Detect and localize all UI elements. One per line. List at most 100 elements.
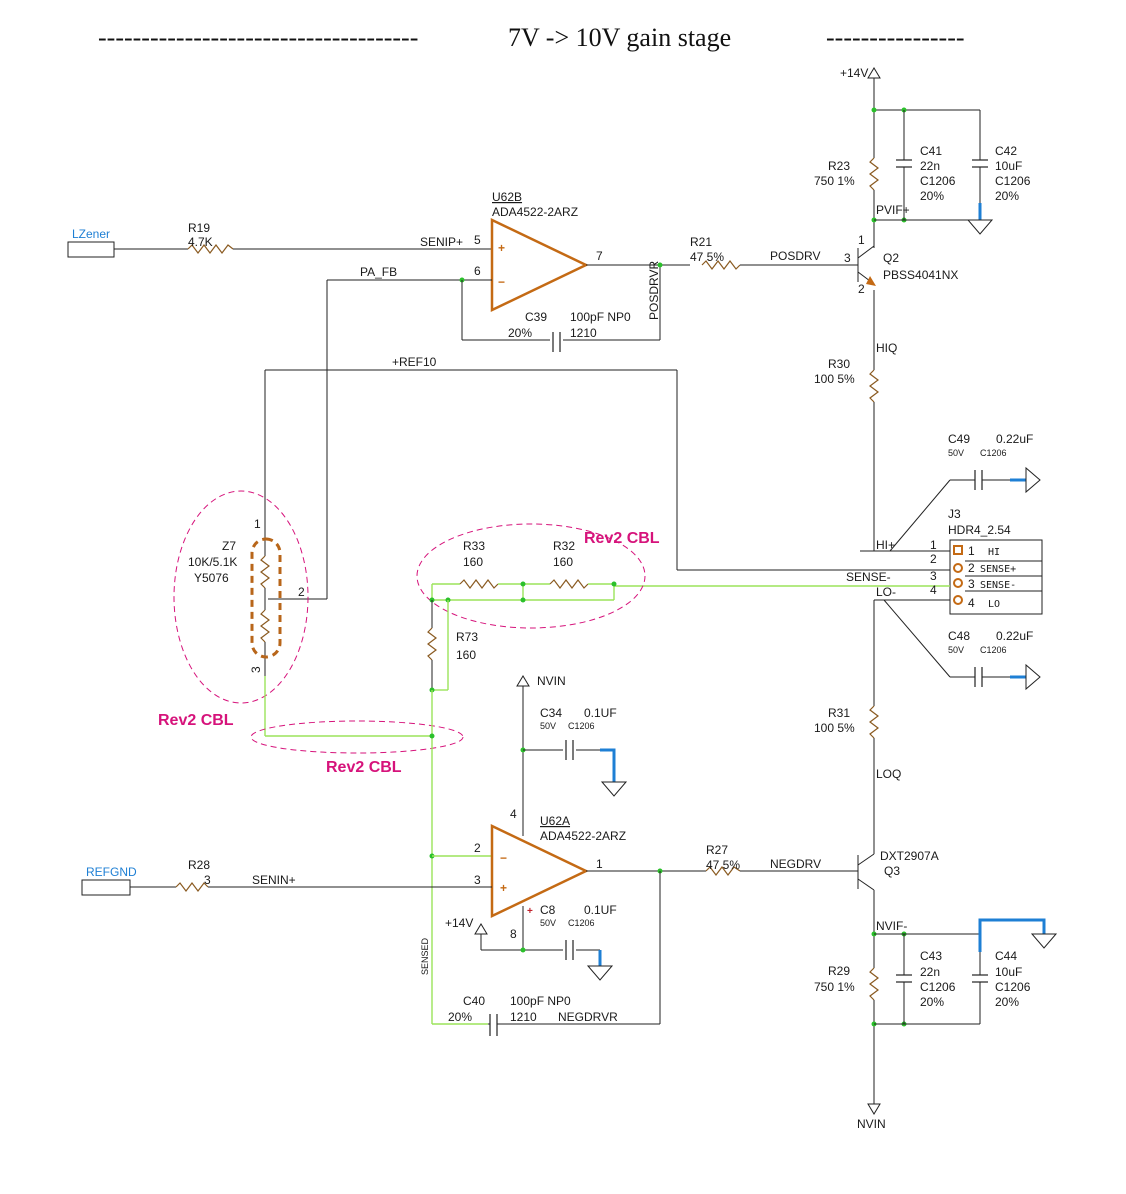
svg-text:750 1%: 750 1% [814,980,855,994]
svg-text:R23: R23 [828,159,850,173]
svg-text:20%: 20% [920,189,944,203]
svg-text:NVIN: NVIN [857,1117,886,1131]
net-hiq: HIQ [876,341,897,355]
svg-text:3: 3 [930,569,937,583]
svg-text:100pF NP0: 100pF NP0 [510,994,571,1008]
svg-text:C1206: C1206 [980,645,1007,655]
svg-text:+: + [527,906,533,917]
ground-icon [966,219,994,235]
rail-14v-top: +14V [840,66,881,80]
svg-text:Y5076: Y5076 [194,571,229,585]
opamp-u62b: + − U62B ADA4522-2ARZ [490,190,589,312]
net-posdrvr: POSDRVR [647,261,661,320]
ground-icon [600,781,628,797]
svg-text:C41: C41 [920,144,942,158]
net-loq: LOQ [876,767,901,781]
svg-text:3: 3 [249,666,263,673]
u62a-pin1: 1 [596,857,603,871]
svg-text:R73: R73 [456,630,478,644]
svg-text:C1206: C1206 [920,174,956,188]
svg-text:C1206: C1206 [995,980,1031,994]
svg-text:2: 2 [968,561,975,575]
resistor-r27: R27 47 5% [705,843,740,876]
svg-text:1: 1 [968,544,975,558]
net-pa-fb: PA_FB [360,265,397,279]
svg-text:50V: 50V [948,645,964,655]
net-ref10: +REF10 [392,355,437,369]
resistor-r29: R29 750 1% [814,964,879,1001]
ground-icon [1030,933,1058,949]
annotation-rev2-a: Rev2 CBL [158,712,234,729]
svg-text:R30: R30 [828,357,850,371]
annotation-rev2-c: Rev2 CBL [584,530,660,547]
net-negdrvr: NEGDRVR [558,1010,618,1024]
resistor-r73: R73 160 [427,600,478,690]
svg-text:1210: 1210 [510,1010,537,1024]
svg-text:R21: R21 [690,235,712,249]
resistor-r33: R33 160 [459,539,499,589]
u62b-pin5: 5 [474,233,481,247]
svg-text:C44: C44 [995,949,1017,963]
svg-text:R33: R33 [463,539,485,553]
svg-text:50V: 50V [540,721,556,731]
svg-text:C40: C40 [463,994,485,1008]
svg-text:R19: R19 [188,221,210,235]
svg-text:2: 2 [298,585,305,599]
resistor-network-z7: Z7 10K/5.1K Y5076 1 2 3 [188,517,305,676]
resistor-r32: R32 160 [549,539,589,589]
net-posdrv: POSDRV [770,249,820,263]
rail-14v-mid: +14V [445,916,488,935]
rail-nvin-bottom: NVIN [857,1103,886,1131]
svg-text:4: 4 [968,596,975,610]
svg-text:R28: R28 [188,858,210,872]
capacitor-c44: C44 10uF C1206 20% [972,934,1031,1024]
svg-text:−: − [500,851,507,865]
resistor-r21: R21 47 5% [690,235,741,270]
svg-text:100 5%: 100 5% [814,372,855,386]
svg-text:Q3: Q3 [884,864,900,878]
resistor-r19: R19 4.7K [187,221,234,254]
svg-text:100 5%: 100 5% [814,721,855,735]
svg-text:20%: 20% [995,189,1019,203]
svg-text:J3: J3 [948,507,961,521]
svg-text:R29: R29 [828,964,850,978]
svg-text:C1206: C1206 [568,918,595,928]
svg-text:47 5%: 47 5% [690,250,724,264]
net-sensed: SENSED [420,937,430,975]
ground-icon [1025,466,1041,494]
svg-text:LO: LO [988,599,1000,610]
svg-text:+14V: +14V [445,916,473,930]
svg-text:R31: R31 [828,706,850,720]
svg-text:HDR4_2.54: HDR4_2.54 [948,523,1011,537]
svg-text:160: 160 [456,648,476,662]
svg-text:C43: C43 [920,949,942,963]
svg-text:2: 2 [930,552,937,566]
u62b-pin6: 6 [474,264,481,278]
svg-text:ADA4522-2ARZ: ADA4522-2ARZ [540,829,626,843]
svg-text:C42: C42 [995,144,1017,158]
svg-text:20%: 20% [448,1010,472,1024]
svg-text:SENSE+: SENSE+ [980,564,1016,575]
svg-text:3: 3 [204,873,211,887]
net-nvif: NVIF- [876,919,907,933]
capacitor-c34: C34 50V 0.1UF C1206 [540,706,617,760]
svg-text:C48: C48 [948,629,970,643]
opamp-u62a: − + U62A ADA4522-2ARZ [490,814,626,918]
svg-text:NVIN: NVIN [537,674,566,688]
net-senin: SENIN+ [252,873,296,887]
svg-text:DXT2907A: DXT2907A [880,849,939,863]
svg-text:R27: R27 [706,843,728,857]
svg-text:0.1UF: 0.1UF [584,903,617,917]
svg-text:3: 3 [968,577,975,591]
capacitor-c42: C42 10uF C1206 20% [972,110,1031,220]
annotation-ellipse-r33-r32 [416,523,646,629]
svg-text:−: − [498,275,505,289]
svg-text:0.22uF: 0.22uF [996,629,1033,643]
capacitor-c49: C49 50V 0.22uF C1206 [948,432,1033,490]
svg-text:50V: 50V [540,918,556,928]
svg-text:C34: C34 [540,706,562,720]
svg-text:160: 160 [553,555,573,569]
svg-text:4: 4 [930,583,937,597]
transistor-q3: DXT2907A Q3 [857,849,939,891]
